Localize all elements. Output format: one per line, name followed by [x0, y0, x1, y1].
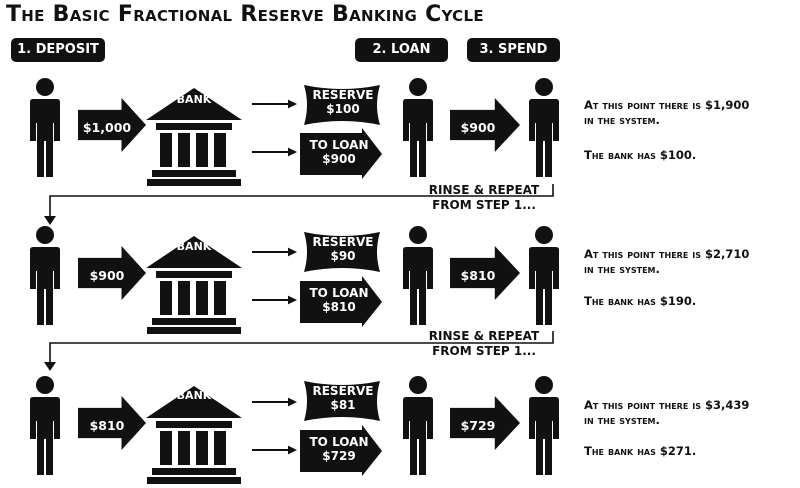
- step-loan-label: 2. LOAN: [355, 38, 448, 62]
- person-icon: [529, 78, 559, 177]
- system-total: At this point there is $1,900 in the sys…: [584, 98, 794, 128]
- loan-arrow-box: [300, 276, 382, 327]
- loan-amount: $729: [322, 449, 356, 463]
- person-icon: [30, 78, 60, 177]
- repeat-arrowhead: [44, 216, 56, 225]
- person-icon: [403, 78, 433, 177]
- spend-amount: $900: [460, 120, 496, 135]
- loan-label: TO LOAN: [309, 286, 369, 300]
- reserve-banner: [304, 85, 380, 125]
- deposit-amount: $1,000: [82, 120, 132, 135]
- reserve-label: RESERVE: [312, 235, 374, 249]
- connector-arrowhead: [287, 147, 297, 157]
- loan-box: TO LOAN $729: [300, 435, 378, 463]
- person-icon: [529, 376, 559, 475]
- connector-arrowhead: [287, 99, 297, 109]
- loan-label: TO LOAN: [309, 138, 369, 152]
- system-total-line2: in the system.: [584, 413, 660, 427]
- repeat-connector: [49, 331, 554, 362]
- loan-box: TO LOAN $810: [300, 286, 378, 314]
- bank-label: BANK: [176, 240, 212, 253]
- system-total: At this point there is $2,710 in the sys…: [584, 247, 794, 277]
- loan-amount: $810: [322, 300, 356, 314]
- reserve-amount: $100: [326, 102, 360, 116]
- system-total-line2: in the system.: [584, 262, 660, 276]
- reserve-label: RESERVE: [312, 384, 374, 398]
- bank-label: BANK: [176, 389, 212, 402]
- spend-arrow: [450, 396, 520, 450]
- rinse-repeat-line1: RINSE & REPEAT: [428, 183, 540, 197]
- person-icon: [30, 376, 60, 475]
- person-icon: [403, 376, 433, 475]
- deposit-amount: $900: [89, 268, 125, 283]
- rinse-repeat-line2: FROM STEP 1...: [432, 198, 536, 212]
- loan-label: TO LOAN: [309, 435, 369, 449]
- connector-arrowhead: [287, 295, 297, 305]
- connector-arrowhead: [287, 397, 297, 407]
- person-icon: [30, 226, 60, 325]
- reserve-banner: [304, 381, 380, 421]
- spend-arrow: [450, 246, 520, 300]
- system-total: At this point there is $3,439 in the sys…: [584, 398, 794, 428]
- bank-holdings: The bank has $190.: [584, 294, 697, 308]
- connector-arrowhead: [287, 247, 297, 257]
- spend-amount: $729: [460, 418, 496, 433]
- spend-amount: $810: [460, 268, 496, 283]
- rinse-repeat-note: RINSE & REPEAT FROM STEP 1...: [418, 329, 550, 359]
- connector-arrowhead: [287, 445, 297, 455]
- person-icon: [529, 226, 559, 325]
- rinse-repeat-note: RINSE & REPEAT FROM STEP 1...: [418, 183, 550, 213]
- system-total-line1: At this point there is $3,439: [584, 398, 750, 412]
- deposit-arrow: [78, 98, 146, 152]
- bank-holdings: The bank has $271.: [584, 444, 697, 458]
- bank-icon: [146, 386, 242, 484]
- reserve-label: RESERVE: [312, 88, 374, 102]
- spend-arrow: [450, 98, 520, 152]
- loan-arrow-box: [300, 128, 382, 179]
- reserve-amount: $90: [330, 249, 356, 263]
- reserve-box: RESERVE $81: [303, 384, 383, 412]
- system-total-line1: At this point there is $2,710: [584, 247, 750, 261]
- reserve-banner: [304, 232, 380, 272]
- bank-holdings: The bank has $100.: [584, 148, 697, 162]
- loan-box: TO LOAN $900: [300, 138, 378, 166]
- person-icon: [403, 226, 433, 325]
- step-spend-label: 3. SPEND: [467, 38, 560, 62]
- step-deposit-label: 1. DEPOSIT: [11, 38, 105, 62]
- deposit-amount: $810: [89, 418, 125, 433]
- bank-icon: [146, 88, 242, 186]
- system-total-line2: in the system.: [584, 113, 660, 127]
- bank-icon: [146, 236, 242, 334]
- system-total-line1: At this point there is $1,900: [584, 98, 750, 112]
- repeat-arrowhead: [44, 362, 56, 371]
- loan-amount: $900: [322, 152, 356, 166]
- reserve-box: RESERVE $90: [303, 235, 383, 263]
- rinse-repeat-line1: RINSE & REPEAT: [428, 329, 540, 343]
- page-title: The Basic Fractional Reserve Banking Cyc…: [6, 2, 484, 27]
- deposit-arrow: [78, 396, 146, 450]
- rinse-repeat-line2: FROM STEP 1...: [432, 344, 536, 358]
- loan-arrow-box: [300, 425, 382, 476]
- bank-label: BANK: [176, 93, 212, 106]
- reserve-amount: $81: [330, 398, 356, 412]
- repeat-connector: [49, 184, 554, 216]
- reserve-box: RESERVE $100: [303, 88, 383, 116]
- deposit-arrow: [78, 246, 146, 300]
